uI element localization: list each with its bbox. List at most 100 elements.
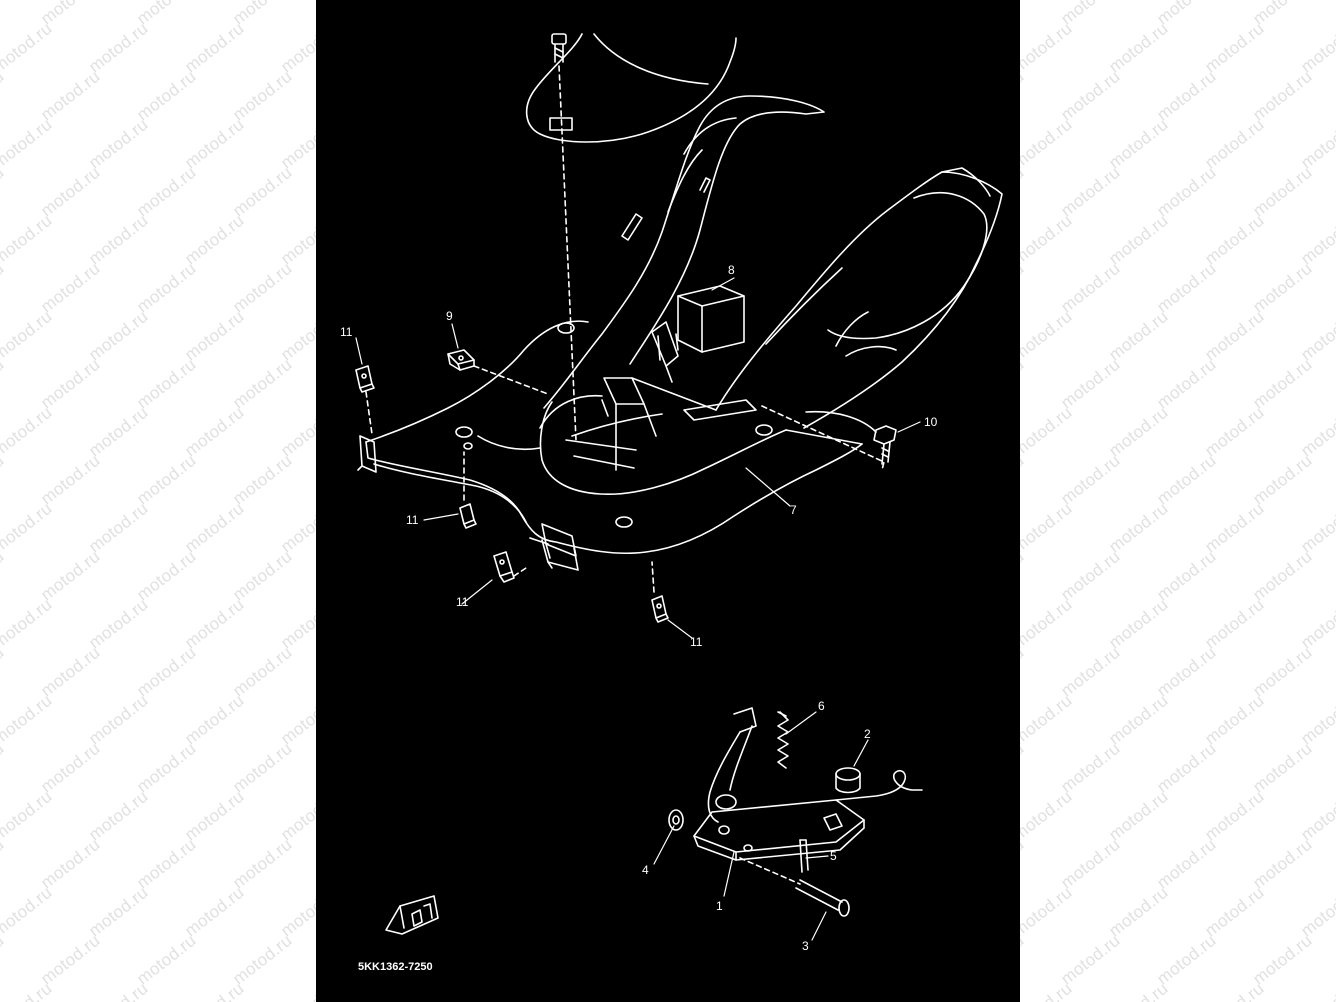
watermark-text: motod.ru — [1020, 930, 1028, 989]
watermark-text: motod.ru — [1105, 882, 1172, 941]
watermark-text: motod.ru — [181, 114, 248, 173]
part-5-pin — [799, 839, 809, 873]
part-3-shaft — [795, 879, 850, 917]
watermark-text: motod.ru — [1020, 834, 1028, 893]
watermark-text: motod.ru — [1057, 738, 1124, 797]
watermark-text: motod.ru — [1020, 114, 1076, 173]
watermark-text: motod.ru — [0, 114, 56, 173]
watermark-text: motod.ru — [1020, 546, 1028, 605]
watermark-text: motod.ru — [1020, 786, 1076, 845]
watermark-text: motod.ru — [37, 834, 104, 893]
drawing-code: 5KK1362-7250 — [358, 961, 433, 973]
watermark-text: motod.ru — [37, 450, 104, 509]
watermark-text: motod.ru — [1057, 930, 1124, 989]
watermark-text: motod.ru — [0, 930, 8, 989]
watermark-text: motod.ru — [1249, 834, 1316, 893]
watermark-text: motod.ru — [0, 450, 8, 509]
watermark-text: motod.ru — [1020, 210, 1076, 269]
callout-11-d: 11 — [690, 635, 703, 649]
watermark-text: motod.ru — [1297, 979, 1336, 1002]
watermark-text: motod.ru — [1153, 450, 1220, 509]
watermark-text: motod.ru — [1249, 258, 1316, 317]
parts-diagram-panel: 8 9 10 7 11 11 11 11 6 2 4 5 1 3 5KK1362… — [316, 0, 1020, 1002]
watermark-text: motod.ru — [181, 306, 248, 365]
watermark-text: motod.ru — [85, 402, 152, 461]
watermark-text: motod.ru — [1249, 930, 1316, 989]
watermark-text: motod.ru — [1201, 979, 1268, 1002]
callout-3: 3 — [802, 939, 809, 953]
front-direction-icon — [385, 895, 439, 935]
part-10-bolt — [873, 425, 897, 465]
watermark-text: motod.ru — [133, 546, 200, 605]
watermark-text: motod.ru — [1201, 18, 1268, 77]
left-mount-bracket — [357, 435, 377, 473]
lower-under-cover — [365, 320, 877, 559]
watermark-text: motod.ru — [1153, 738, 1220, 797]
watermark-text: motod.ru — [181, 786, 248, 845]
watermark-text: motod.ru — [1057, 162, 1124, 221]
watermark-text: motod.ru — [1201, 114, 1268, 173]
watermark-text: motod.ru — [37, 930, 104, 989]
watermark-text: motod.ru — [1105, 594, 1172, 653]
watermark-text: motod.ru — [1249, 354, 1316, 413]
watermark-text: motod.ru — [1201, 594, 1268, 653]
watermark-text: motod.ru — [1057, 450, 1124, 509]
callout-1: 1 — [716, 899, 723, 913]
watermark-text: motod.ru — [1153, 930, 1220, 989]
watermark-text: motod.ru — [229, 642, 296, 701]
callout-8: 8 — [728, 263, 735, 277]
watermark-text: motod.ru — [1020, 642, 1028, 701]
watermark-text: motod.ru — [1105, 498, 1172, 557]
callout-5: 5 — [830, 849, 837, 863]
watermark-text: motod.ru — [1020, 498, 1076, 557]
watermark-text: motod.ru — [181, 402, 248, 461]
watermark-text: motod.ru — [229, 162, 296, 221]
watermark-text: motod.ru — [1020, 690, 1076, 749]
watermark-text: motod.ru — [0, 594, 56, 653]
stand-assembly — [693, 707, 923, 861]
watermark-text: motod.ru — [85, 594, 152, 653]
watermark-text: motod.ru — [1249, 642, 1316, 701]
callout-9: 9 — [446, 309, 453, 323]
watermark-text: motod.ru — [1249, 738, 1316, 797]
watermark-text: motod.ru — [133, 354, 200, 413]
part-2-cap-nut — [835, 767, 861, 794]
watermark-text: motod.ru — [0, 738, 8, 797]
watermark-text: motod.ru — [1020, 594, 1076, 653]
watermark-text: motod.ru — [181, 18, 248, 77]
watermark-text: motod.ru — [229, 354, 296, 413]
watermark-text: motod.ru — [1201, 402, 1268, 461]
watermark-text: motod.ru — [229, 930, 296, 989]
watermark-text: motod.ru — [37, 546, 104, 605]
watermark-text: motod.ru — [133, 738, 200, 797]
watermark-text: motod.ru — [1249, 546, 1316, 605]
watermark-text: motod.ru — [1020, 0, 1028, 29]
watermark-text: motod.ru — [133, 66, 200, 125]
watermark-text: motod.ru — [37, 162, 104, 221]
watermark-text: motod.ru — [85, 498, 152, 557]
watermark-text: motod.ru — [1057, 546, 1124, 605]
watermark-text: motod.ru — [0, 834, 8, 893]
part-11-clip-nut-d — [651, 595, 669, 623]
watermark-text: motod.ru — [1153, 642, 1220, 701]
watermark-text: motod.ru — [1020, 258, 1028, 317]
watermark-text: motod.ru — [85, 882, 152, 941]
watermark-text: motod.ru — [0, 258, 8, 317]
watermark-text: motod.ru — [1153, 834, 1220, 893]
guide-line-10 — [761, 405, 885, 471]
watermark-text: motod.ru — [0, 354, 8, 413]
watermark-text: motod.ru — [181, 882, 248, 941]
watermark-text: motod.ru — [1057, 642, 1124, 701]
watermark-text: motod.ru — [1201, 882, 1268, 941]
watermark-text: motod.ru — [85, 18, 152, 77]
watermark-text: motod.ru — [229, 834, 296, 893]
watermark-text: motod.ru — [0, 690, 56, 749]
watermark-text: motod.ru — [1057, 354, 1124, 413]
watermark-text: motod.ru — [37, 354, 104, 413]
watermark-text: motod.ru — [0, 498, 56, 557]
part-11-clip-nut-b — [459, 503, 477, 529]
watermark-text: motod.ru — [229, 66, 296, 125]
watermark-text: motod.ru — [0, 0, 8, 29]
